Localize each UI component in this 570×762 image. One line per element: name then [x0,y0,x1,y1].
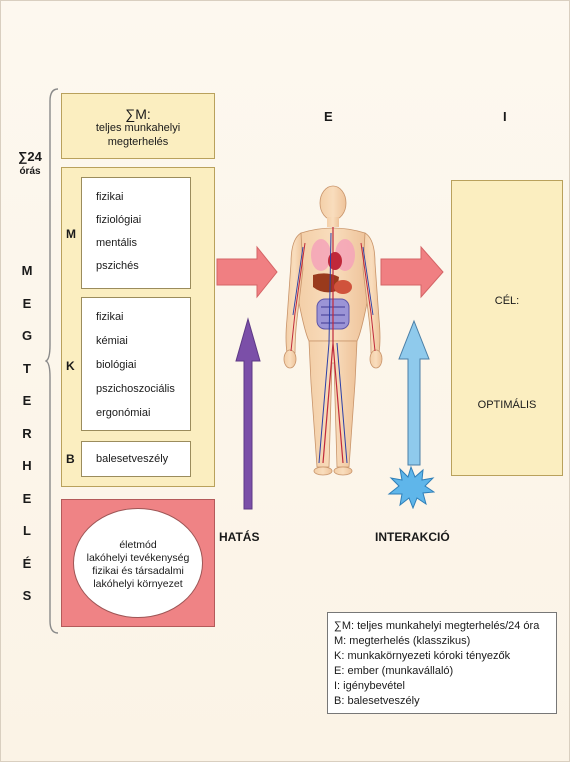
total-workload-symbol: ∑M: [125,106,151,122]
k-group-label: K [66,359,75,373]
right-arrow-icon [380,245,444,299]
list-item: biológiai [96,359,137,371]
up-arrow-icon [235,317,261,510]
lifestyle-line: életmód [119,539,157,551]
lifestyle-line: fizikai és társadalmi [92,565,184,577]
interaction-label: INTERAKCIÓ [375,530,450,544]
list-item: mentális [96,237,137,249]
sum-24-symbol: ∑24 [18,149,42,164]
k-factor-list: fizikai kémiai biológiai pszichoszociáli… [81,297,191,431]
vertical-letter: R [22,425,32,441]
vertical-letter: E [22,393,32,408]
list-item: fiziológiai [96,214,142,226]
m-group-label: M [66,227,76,241]
legend-box: ∑M: teljes munkahelyi megterhelés/24 óra… [327,612,557,714]
up-arrow-icon [398,319,430,466]
column-header-i: I [503,109,507,124]
curly-brace-icon [45,88,59,634]
column-header-e: E [324,109,333,124]
list-item: balesetveszély [96,453,169,465]
legend-line: M: megterhelés (klasszikus) [334,635,471,647]
goal-box: CÉL: OPTIMÁLIS [451,180,563,476]
vertical-word-megterheles: M E G T E R H E L É S [15,255,39,613]
list-item: kémiai [96,335,128,347]
vertical-letter: E [22,295,32,311]
vertical-letter: E [22,490,32,506]
legend-line: I: igénybevétel [334,680,405,692]
vertical-letter: M [21,263,33,278]
effect-label: HATÁS [219,530,260,544]
lifestyle-line: lakóhelyi környezet [93,578,183,590]
legend-line: K: munkakörnyezeti kóroki tényezők [334,650,511,662]
m-factor-list: fizikai fiziológiai mentális pszichés [81,177,191,289]
list-item: fizikai [96,191,124,203]
lifestyle-line: lakóhelyi tevékenység [86,552,190,564]
vertical-letter: H [22,458,32,473]
human-anatomy-figure-icon [283,185,383,476]
list-item: pszichés [96,260,139,272]
vertical-letter: S [22,588,32,603]
goal-value: OPTIMÁLIS [477,399,537,411]
list-item: ergonómiai [96,407,151,419]
total-workload-box: ∑M: teljes munkahelyi megterhelés [61,93,215,159]
star-burst-icon [387,465,435,509]
list-item: fizikai [96,311,124,323]
vertical-letter: G [21,328,33,343]
legend-line: ∑M: teljes munkahelyi megterhelés/24 óra [334,620,540,632]
b-factor-list: balesetveszély [81,441,191,477]
vertical-letter: T [23,360,31,376]
sum-24-hour-label: ∑24 órás [11,149,49,179]
total-workload-line2: megterhelés [107,136,169,148]
legend-line: B: balesetveszély [334,695,420,707]
legend-line: E: ember (munkavállaló) [334,665,454,677]
vertical-letter: É [22,555,32,571]
goal-title: CÉL: [494,295,520,307]
b-group-label: B [66,452,75,466]
lifestyle-ellipse: életmód lakóhelyi tevékenység fizikai és… [73,508,203,618]
sum-24-sub: órás [19,166,41,177]
list-item: pszichoszociális [96,383,175,395]
right-arrow-icon [216,245,278,299]
total-workload-line1: teljes munkahelyi [95,122,181,134]
vertical-letter: L [23,523,31,538]
